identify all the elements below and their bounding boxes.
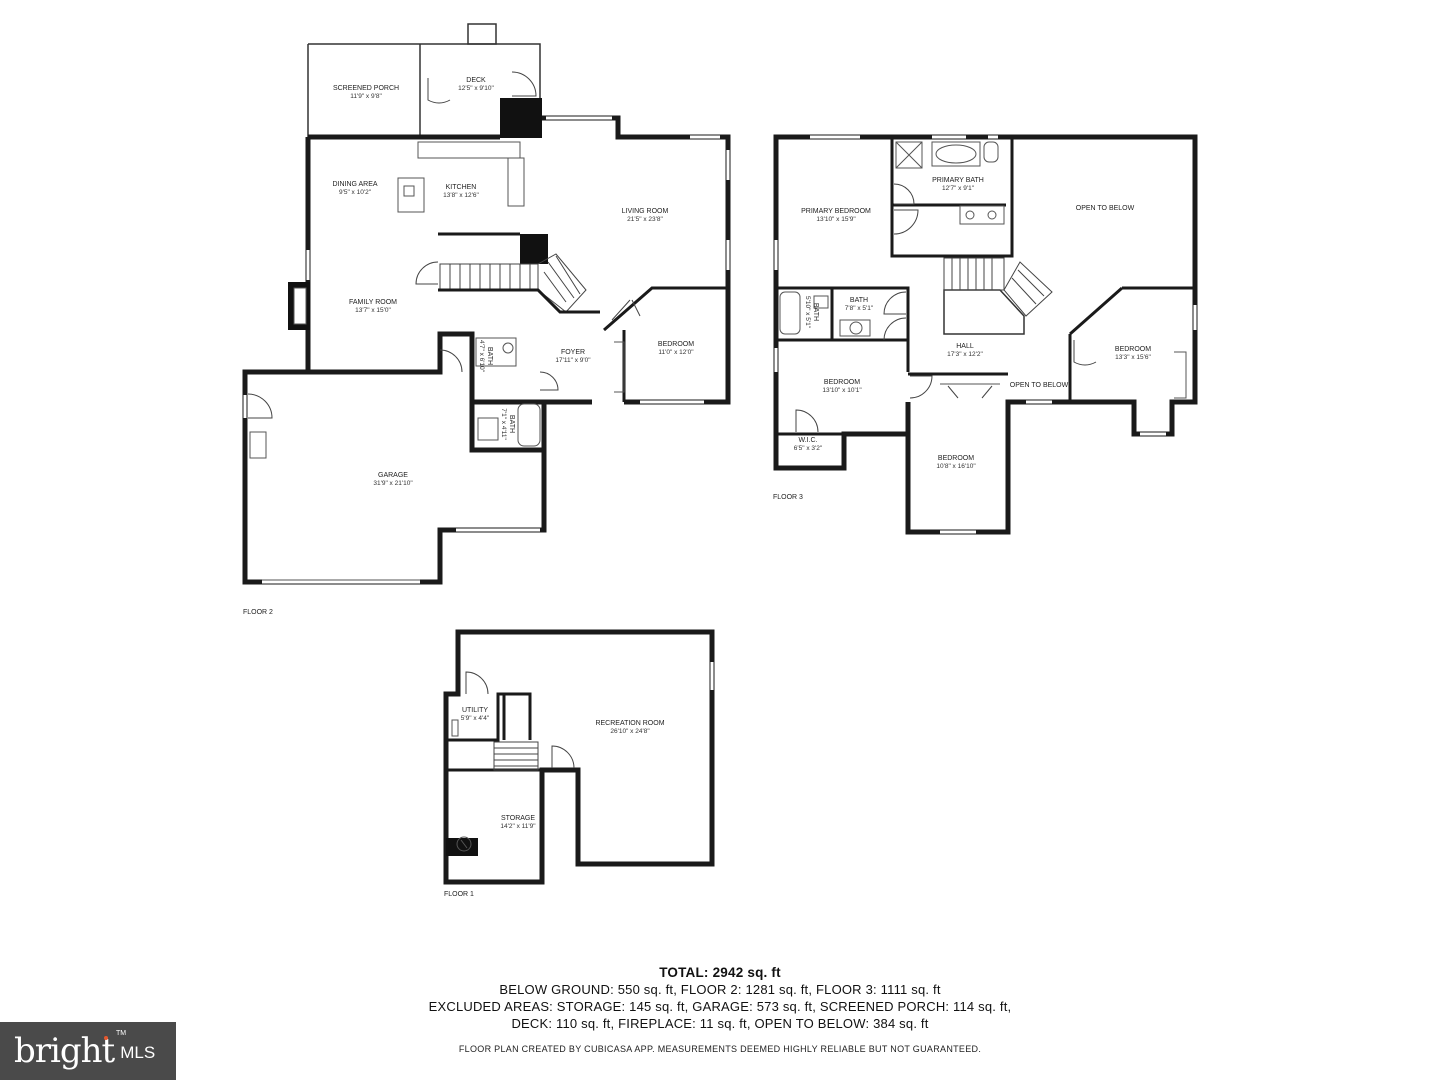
floor-plan-drawing: FLOOR 2 SCREENED PORCH 11'9" x 9'8" DECK…: [242, 23, 1198, 898]
room-size: 13'8" x 12'6": [443, 192, 479, 199]
floor-1-label: FLOOR 1: [444, 891, 474, 898]
room-name: DINING AREA: [332, 181, 377, 188]
room-name: FAMILY ROOM: [349, 299, 397, 306]
room-size: 11'9" x 9'8": [350, 93, 382, 100]
excluded-areas-line: EXCLUDED AREAS: STORAGE: 145 sq. ft, GAR…: [428, 999, 1012, 1014]
room-size: 17'11" x 9'0": [555, 357, 591, 364]
room-name: DECK: [466, 77, 486, 84]
floor-2-label: FLOOR 2: [243, 609, 273, 616]
room-name: BATH: [508, 415, 515, 433]
room-size: 13'10" x 10'1": [822, 387, 862, 394]
area-breakdown-line: BELOW GROUND: 550 sq. ft, FLOOR 2: 1281 …: [499, 982, 941, 997]
room-name: RECREATION ROOM: [595, 720, 664, 727]
room-size: 21'5" x 23'8": [627, 216, 663, 223]
room-size: 11'0" x 12'0": [658, 349, 694, 356]
room-name: LIVING ROOM: [622, 208, 669, 215]
room-size: 10'8" x 16'10": [936, 463, 976, 470]
room-name: BEDROOM: [938, 455, 974, 462]
room-name: W.I.C.: [798, 437, 817, 444]
room-name: KITCHEN: [446, 184, 477, 191]
room-size: 4'7" x 6'10": [478, 340, 485, 373]
room-size: 31'9" x 21'10": [373, 480, 413, 487]
room-name: BATH: [812, 303, 819, 321]
room-size: 13'10" x 15'9": [816, 216, 856, 223]
room-name: OPEN TO BELOW: [1010, 382, 1069, 389]
floor-1-plan: [443, 629, 715, 885]
disclaimer: FLOOR PLAN CREATED BY CUBICASA APP. MEAS…: [458, 1044, 982, 1054]
room-name: FOYER: [561, 349, 585, 356]
logo-trademark: TM: [116, 1030, 127, 1037]
bright-mls-logo: bright TM MLS: [0, 1022, 176, 1080]
floor-3-label: FLOOR 3: [773, 494, 803, 501]
room-name: GARAGE: [378, 472, 408, 479]
logo-brand: bright: [14, 1031, 115, 1071]
room-name: BATH: [486, 347, 493, 365]
room-name: PRIMARY BEDROOM: [801, 208, 871, 215]
room-size: 26'10" x 24'8": [610, 728, 650, 735]
excluded-areas-line: DECK: 110 sq. ft, FIREPLACE: 11 sq. ft, …: [511, 1016, 929, 1031]
room-name: UTILITY: [462, 707, 488, 714]
room-size: 6'5" x 3'2": [794, 445, 823, 452]
room-name: BEDROOM: [1115, 346, 1151, 353]
room-size: 12'7" x 9'1": [942, 185, 975, 192]
room-name: PRIMARY BATH: [932, 177, 984, 184]
room-name: BEDROOM: [824, 379, 860, 386]
room-size: 12'5" x 9'10": [458, 85, 494, 92]
floor-3-plan: [773, 134, 1198, 535]
room-size: 14'2" x 11'9": [500, 823, 536, 830]
room-size: 7'8" x 5'1": [845, 305, 874, 312]
area-summary: TOTAL: 2942 sq. ft BELOW GROUND: 550 sq.…: [300, 964, 1140, 1032]
logo-suffix: MLS: [120, 1043, 156, 1062]
total-area: TOTAL: 2942 sq. ft: [659, 965, 781, 980]
room-name: HALL: [956, 343, 974, 350]
room-size: 13'7" x 15'0": [355, 307, 391, 314]
room-name: BEDROOM: [658, 341, 694, 348]
room-name: OPEN TO BELOW: [1076, 205, 1135, 212]
room-size: 5'10" x 5'1": [804, 296, 811, 329]
floor-2-plan: [242, 23, 731, 585]
room-size: 9'5" x 10'2": [339, 189, 372, 196]
logo-flame-icon: [104, 1036, 108, 1040]
room-size: 5'9" x 4'4": [461, 715, 490, 722]
room-name: STORAGE: [501, 815, 535, 822]
room-name: BATH: [850, 297, 868, 304]
room-size: 17'3" x 12'2": [947, 351, 983, 358]
room-name: SCREENED PORCH: [333, 85, 399, 92]
room-size: 13'3" x 15'6": [1115, 354, 1151, 361]
room-size: 7'1" x 4'11": [500, 408, 507, 440]
